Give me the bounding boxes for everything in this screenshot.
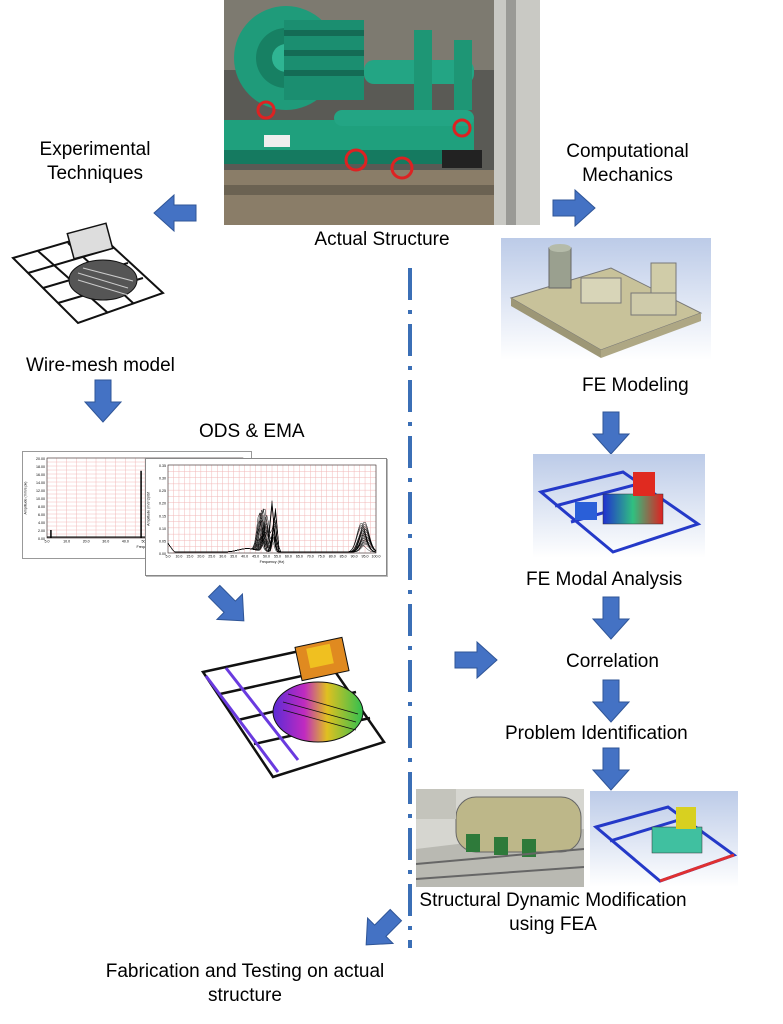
x-tick-label: 30.0 xyxy=(102,540,109,544)
sdm-label: Structural Dynamic Modification using FE… xyxy=(419,890,687,935)
x-tick-label: 5.0 xyxy=(45,540,50,544)
x-tick-label: 65.0 xyxy=(296,555,303,559)
x-axis-label: Frequency (Hz) xyxy=(260,560,285,564)
x-tick-label: 90.0 xyxy=(351,555,358,559)
ods-ema-label: ODS & EMA xyxy=(199,421,305,442)
fe-modal-analysis-label: FE Modal Analysis xyxy=(526,569,683,590)
arrow-down-wiremesh xyxy=(84,379,122,423)
y-tick-label: 10.00 xyxy=(36,497,45,501)
y-axis-label: Amplitude (m/s^2)/lbf xyxy=(147,492,151,526)
dash-dot-divider xyxy=(408,268,412,948)
actual-structure-photo xyxy=(224,0,540,225)
y-axis-label: Amplitude (mm/s pk) xyxy=(24,482,28,515)
arrow-diag-ods xyxy=(200,577,258,635)
y-tick-label: 16.00 xyxy=(36,473,45,477)
sdm-modal-result-image xyxy=(590,791,738,887)
correlation-label: Correlation xyxy=(566,651,659,672)
problem-identification-label: Problem Identification xyxy=(505,723,688,744)
arrow-to-correlation xyxy=(454,641,498,679)
x-tick-label: 10.0 xyxy=(175,555,182,559)
arrow-to-computational xyxy=(552,189,596,227)
fe-modeling-label: FE Modeling xyxy=(582,375,689,396)
experimental-techniques-label: Experimental Techniques xyxy=(39,139,151,184)
x-tick-label: 40.0 xyxy=(122,540,129,544)
x-tick-label: 5.0 xyxy=(166,555,171,559)
experimental-mode-shape-image xyxy=(198,632,390,782)
arrow-down-femodal xyxy=(592,596,630,640)
y-tick-label: 0.20 xyxy=(159,502,166,506)
sdm-closeup-image xyxy=(416,789,584,887)
x-tick-label: 85.0 xyxy=(340,555,347,559)
x-tick-label: 30.0 xyxy=(219,555,226,559)
x-tick-label: 60.0 xyxy=(285,555,292,559)
fabrication-label: Fabrication and Testing on actual struct… xyxy=(105,961,385,1006)
y-tick-label: 8.00 xyxy=(38,505,45,509)
y-tick-label: 0.30 xyxy=(159,477,166,481)
y-tick-label: 14.00 xyxy=(36,481,45,485)
x-tick-label: 25.0 xyxy=(208,555,215,559)
y-tick-label: 0.05 xyxy=(159,539,166,543)
x-tick-label: 20.0 xyxy=(83,540,90,544)
y-tick-label: 4.00 xyxy=(38,521,45,525)
y-tick-label: 0.15 xyxy=(159,514,166,518)
x-tick-label: 55.0 xyxy=(274,555,281,559)
x-tick-label: 95.0 xyxy=(362,555,369,559)
actual-structure-label: Actual Structure xyxy=(314,229,450,250)
wire-mesh-model-image xyxy=(8,218,168,328)
y-tick-label: 0.35 xyxy=(159,464,166,468)
x-tick-label: 45.0 xyxy=(252,555,259,559)
x-tick-label: 75.0 xyxy=(318,555,325,559)
x-tick-label: 10.0 xyxy=(63,540,70,544)
y-tick-label: 0.00 xyxy=(38,537,45,541)
arrow-down-problem xyxy=(592,747,630,791)
x-tick-label: 35.0 xyxy=(230,555,237,559)
arrow-down-correlation xyxy=(592,679,630,723)
y-tick-label: 2.00 xyxy=(38,529,45,533)
x-tick-label: 40.0 xyxy=(241,555,248,559)
y-tick-label: 0.10 xyxy=(159,527,166,531)
computational-mechanics-label: Computational Mechanics xyxy=(566,141,689,186)
fe-model-image xyxy=(501,238,711,360)
y-tick-label: 18.00 xyxy=(36,465,45,469)
y-tick-label: 0.25 xyxy=(159,489,166,493)
x-tick-label: 15.0 xyxy=(186,555,193,559)
x-tick-label: 70.0 xyxy=(307,555,314,559)
y-tick-label: 6.00 xyxy=(38,513,45,517)
x-tick-label: 50.0 xyxy=(263,555,270,559)
y-tick-label: 0.00 xyxy=(159,552,166,556)
x-tick-label: 20.0 xyxy=(197,555,204,559)
x-tick-label: 80.0 xyxy=(329,555,336,559)
fe-modal-analysis-image xyxy=(533,454,705,558)
wire-mesh-model-label: Wire-mesh model xyxy=(26,355,175,376)
y-tick-label: 12.00 xyxy=(36,489,45,493)
arrow-down-femodeling xyxy=(592,411,630,455)
x-tick-label: 100.0 xyxy=(372,555,381,559)
y-tick-label: 20.00 xyxy=(36,457,45,461)
